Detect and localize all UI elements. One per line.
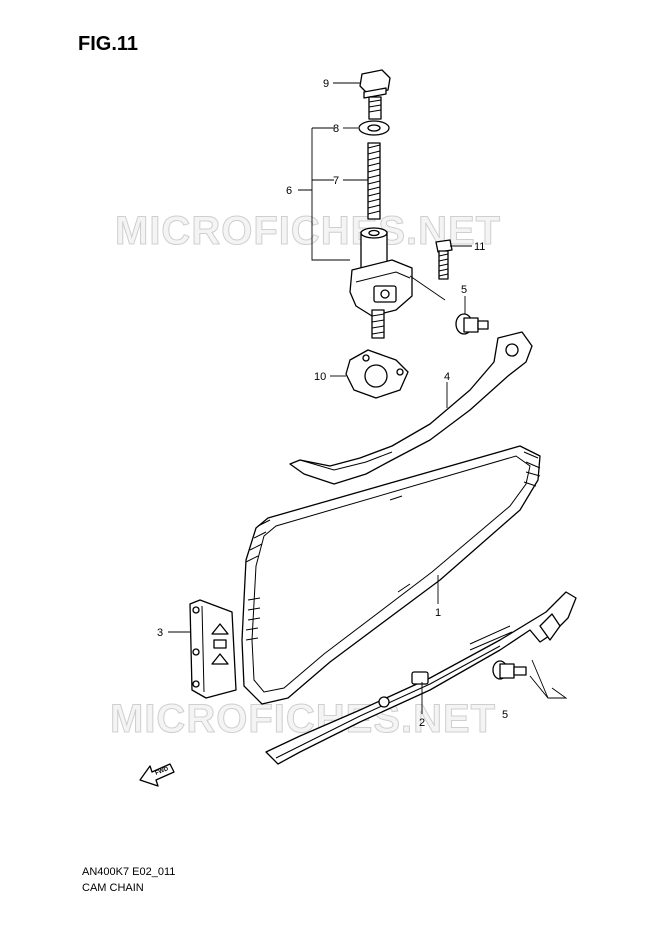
watermark-top: MICROFICHES.NET [115,209,501,253]
figure-title: FIG.11 [78,33,139,55]
watermark-bottom: MICROFICHES.NET [110,697,496,741]
part-10-gasket[interactable] [345,349,409,399]
callout-1: 1 [435,607,441,619]
leader-lines [168,82,568,714]
callout-2: 2 [419,717,425,729]
diagram-caption: CAM CHAIN [82,882,144,894]
part-4-tensioner-guide[interactable] [289,331,533,485]
part-7-spring[interactable] [367,142,381,220]
part-6-tensioner-assembly[interactable] [349,227,413,339]
part-1-cam-chain[interactable] [241,445,541,705]
part-9-bolt[interactable] [359,69,391,120]
callout-7: 7 [333,175,339,187]
fwd-label: FWD [155,766,171,777]
callout-9: 9 [323,78,329,90]
part-5-pivot-bolt-upper[interactable] [455,313,489,335]
part-3-guide-plate[interactable] [189,599,237,699]
callout-5-upper: 5 [461,284,467,296]
callout-10: 10 [314,371,326,383]
forward-arrow-icon: FWD [139,763,175,787]
callout-4: 4 [444,371,450,383]
callout-6: 6 [286,185,292,197]
callout-11: 11 [474,241,485,253]
callout-5-lower: 5 [502,709,508,721]
diagram-code: AN400K7 E02_011 [82,866,176,878]
part-5-pivot-bolt-lower[interactable] [492,660,527,680]
callout-8: 8 [333,123,339,135]
part-11-bolt[interactable] [435,239,453,280]
callout-3: 3 [157,627,163,639]
part-8-washer[interactable] [358,120,390,136]
part-2-chain-guide[interactable] [265,591,577,765]
